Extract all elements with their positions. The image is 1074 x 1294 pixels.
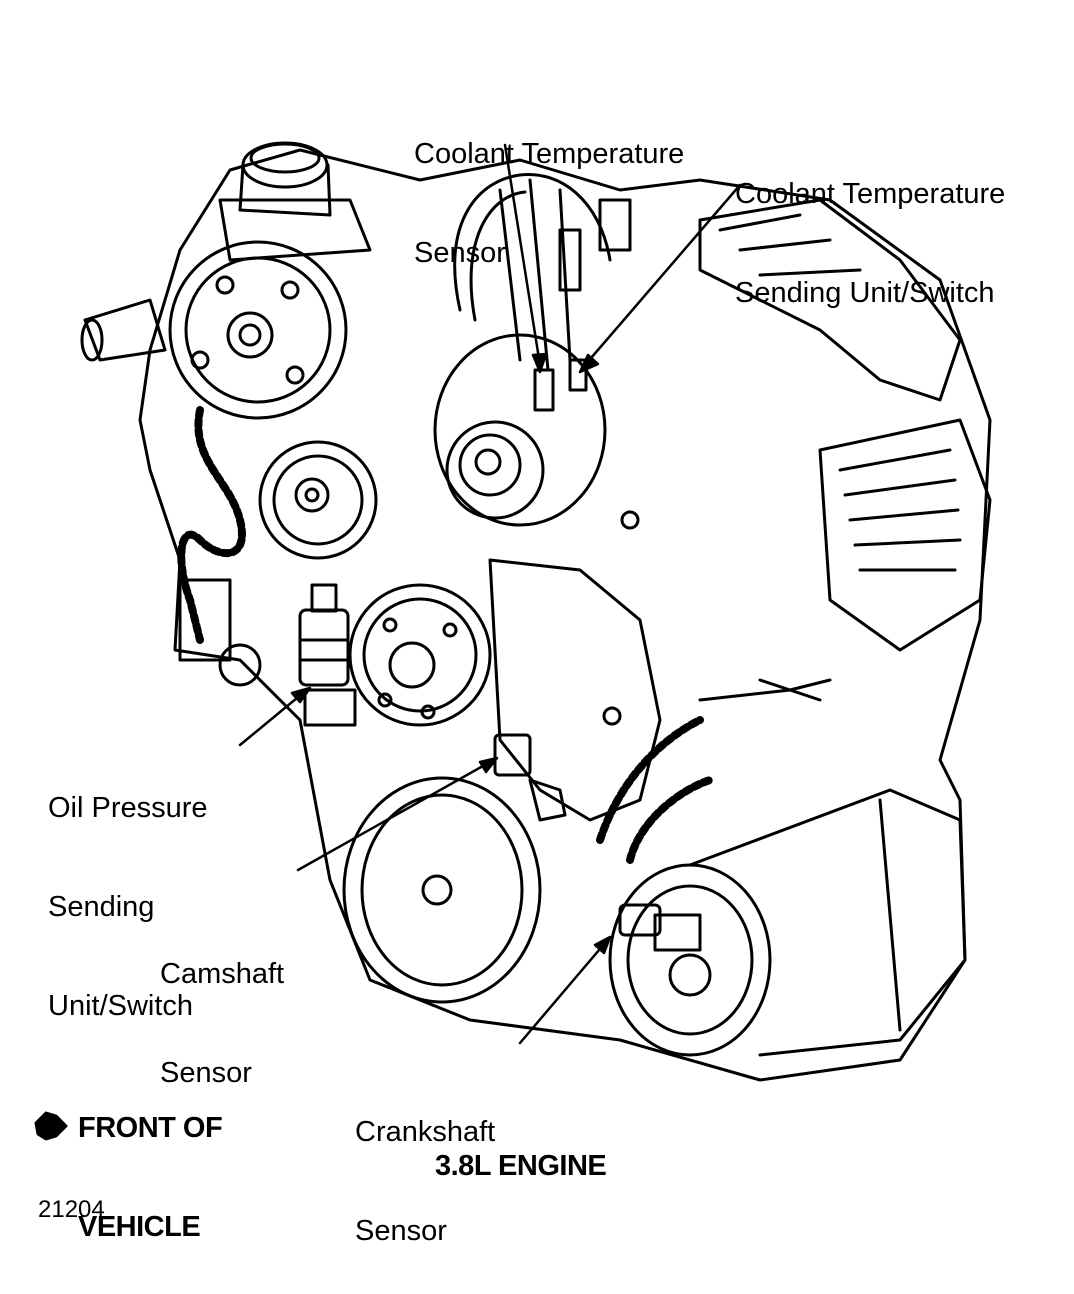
- ac-compressor: [608, 788, 967, 1057]
- label-coolant-temp-sending-unit: Coolant Temperature Sending Unit/Switch: [735, 178, 1006, 309]
- oil-pressure-sensor: [298, 583, 357, 727]
- label-coolant-temp-sensor: Coolant Temperature Sensor: [414, 138, 685, 269]
- coolant-temp-sensor-body: [533, 368, 555, 412]
- timing-cover: [488, 558, 662, 822]
- crankshaft-pulley: [342, 776, 542, 1004]
- drive-belt: [453, 172, 612, 312]
- label-camshaft-sensor: Camshaft Sensor: [160, 958, 285, 1089]
- label-oil-pressure-sending-unit: Oil Pressure Sending Unit/Switch: [48, 792, 208, 1022]
- label-front-of-vehicle: FRONT OF VEHICLE: [78, 1112, 223, 1243]
- leader-lines: [238, 143, 742, 1045]
- label-crankshaft-sensor: Crankshaft Sensor: [355, 1116, 496, 1247]
- valve-cover: [698, 198, 962, 402]
- intake-manifold: [818, 418, 992, 652]
- engine-block-outline: [138, 148, 992, 1082]
- tensioner-pulley: [433, 333, 607, 527]
- crankshaft-sensor-body: [618, 903, 662, 937]
- hose: [83, 298, 167, 362]
- wiring-harness: [177, 406, 246, 644]
- idler-pulley: [258, 440, 378, 560]
- front-direction-arrow: [34, 1111, 68, 1141]
- figure-number: 21204: [38, 1196, 105, 1223]
- camshaft-sensor-body: [493, 733, 532, 777]
- power-steering-pulley: [168, 240, 348, 420]
- water-pump-pulley: [348, 583, 492, 727]
- diagram-caption: 3.8L ENGINE: [435, 1150, 607, 1182]
